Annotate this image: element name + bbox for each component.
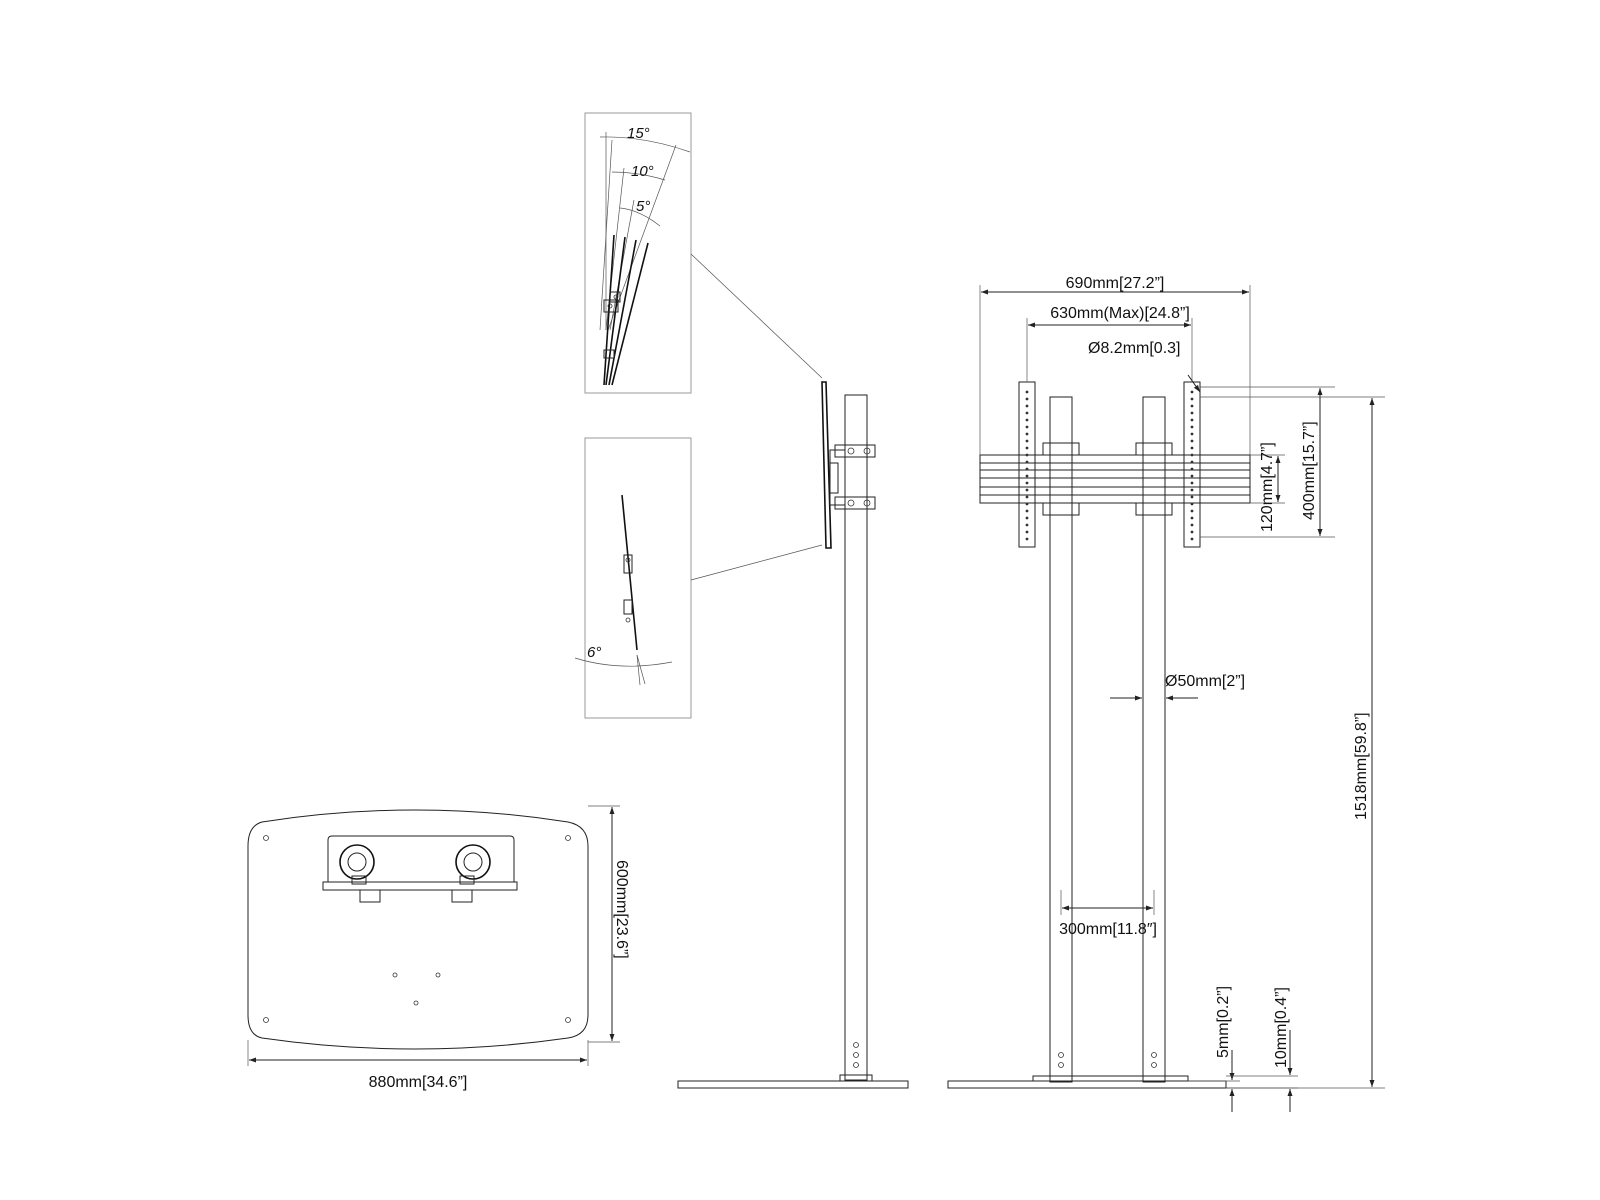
base-width-label: 880mm[34.6”] [369, 1074, 468, 1091]
bracket-hole [1025, 488, 1029, 492]
bracket-hole [1190, 397, 1194, 401]
vesa-width-label: 630mm(Max)[24.8”] [1050, 305, 1190, 322]
bracket-hole [1190, 467, 1194, 471]
base-plate-thickness-label: 5mm[0.2”] [1215, 986, 1232, 1058]
tilt-down-detail-frame [584, 437, 692, 719]
angle-10-label: 10° [631, 163, 654, 180]
base-height-label: 10mm[0.4”] [1273, 987, 1290, 1068]
bracket-hole [1025, 481, 1029, 485]
bracket-hole [1190, 495, 1194, 499]
bracket-hole [1190, 516, 1194, 520]
side-pole [844, 394, 868, 1081]
bracket-hole [1190, 390, 1194, 394]
bracket-hole [1025, 404, 1029, 408]
bracket-hole [1190, 404, 1194, 408]
bracket-hole [1190, 460, 1194, 464]
bracket-hole [1025, 432, 1029, 436]
base-depth-label: 600mm[23.6”] [613, 860, 630, 959]
bracket-hole [1025, 530, 1029, 534]
front-base-plate [947, 1080, 1227, 1089]
bracket-hole [1025, 474, 1029, 478]
bracket-hole [1025, 502, 1029, 506]
bracket-hole [1025, 495, 1029, 499]
angle-6-label: 6° [587, 644, 601, 661]
angle-15-label: 15° [627, 125, 650, 142]
bracket-hole [1190, 502, 1194, 506]
front-view [947, 381, 1251, 1089]
pole-diameter-label: Ø50mm[2”] [1165, 673, 1245, 690]
bracket-hole [1025, 516, 1029, 520]
bracket-hole [1025, 537, 1029, 541]
bracket-hole [1025, 439, 1029, 443]
bracket-hole [1025, 425, 1029, 429]
bracket-hole [1190, 418, 1194, 422]
front-pole-right [1142, 396, 1166, 1083]
bracket-hole [1190, 488, 1194, 492]
rail-height-label: 120mm[4.7”] [1259, 442, 1276, 532]
bracket-hole [1025, 446, 1029, 450]
hole-diameter-label: Ø8.2mm[0.3] [1088, 340, 1180, 357]
bracket-hole [1025, 467, 1029, 471]
bracket-hole [1025, 453, 1029, 457]
bracket-hole [1025, 411, 1029, 415]
bracket-hole [1190, 425, 1194, 429]
side-base-plate [677, 1080, 909, 1089]
total-height-label: 1518mm[59.8”] [1353, 712, 1370, 820]
bracket-hole [1025, 460, 1029, 464]
tilt-up-detail-frame [584, 112, 692, 394]
bracket-hole [1025, 509, 1029, 513]
bracket-hole [1190, 446, 1194, 450]
bracket-hole [1025, 397, 1029, 401]
bracket-hole [1025, 418, 1029, 422]
bracket-hole [1190, 411, 1194, 415]
bracket-hole [1190, 523, 1194, 527]
bracket-hole [1190, 481, 1194, 485]
bracket-hole [1025, 390, 1029, 394]
tilt-up-detail: 15° 10° 5° [584, 112, 692, 394]
angle-5-label: 5° [636, 198, 650, 215]
overall-width-label: 690mm[27.2”] [1066, 275, 1165, 292]
bracket-hole [1190, 509, 1194, 513]
tilt-down-detail: 6° [574, 437, 692, 719]
base-plan-view: 600mm[23.6”] 880mm[34.6”] [247, 805, 630, 1091]
side-view [677, 381, 909, 1089]
base-plate-outline [247, 809, 589, 1050]
bracket-hole [1190, 530, 1194, 534]
bracket-hole [1025, 523, 1029, 527]
bracket-hole [1190, 432, 1194, 436]
bracket-hole [1190, 537, 1194, 541]
front-dimensions: 690mm[27.2”] 630mm(Max)[24.8”] Ø8.2mm[0.… [979, 275, 1385, 1112]
front-rail [979, 454, 1251, 504]
bracket-height-label: 400mm[15.7”] [1301, 421, 1318, 520]
bracket-hole [1190, 439, 1194, 443]
side-display-panel [821, 381, 832, 549]
pole-spacing-label: 300mm[11.8″] [1059, 921, 1157, 938]
bracket-hole [1190, 474, 1194, 478]
bracket-hole [1190, 453, 1194, 457]
front-pole-left [1049, 396, 1073, 1083]
